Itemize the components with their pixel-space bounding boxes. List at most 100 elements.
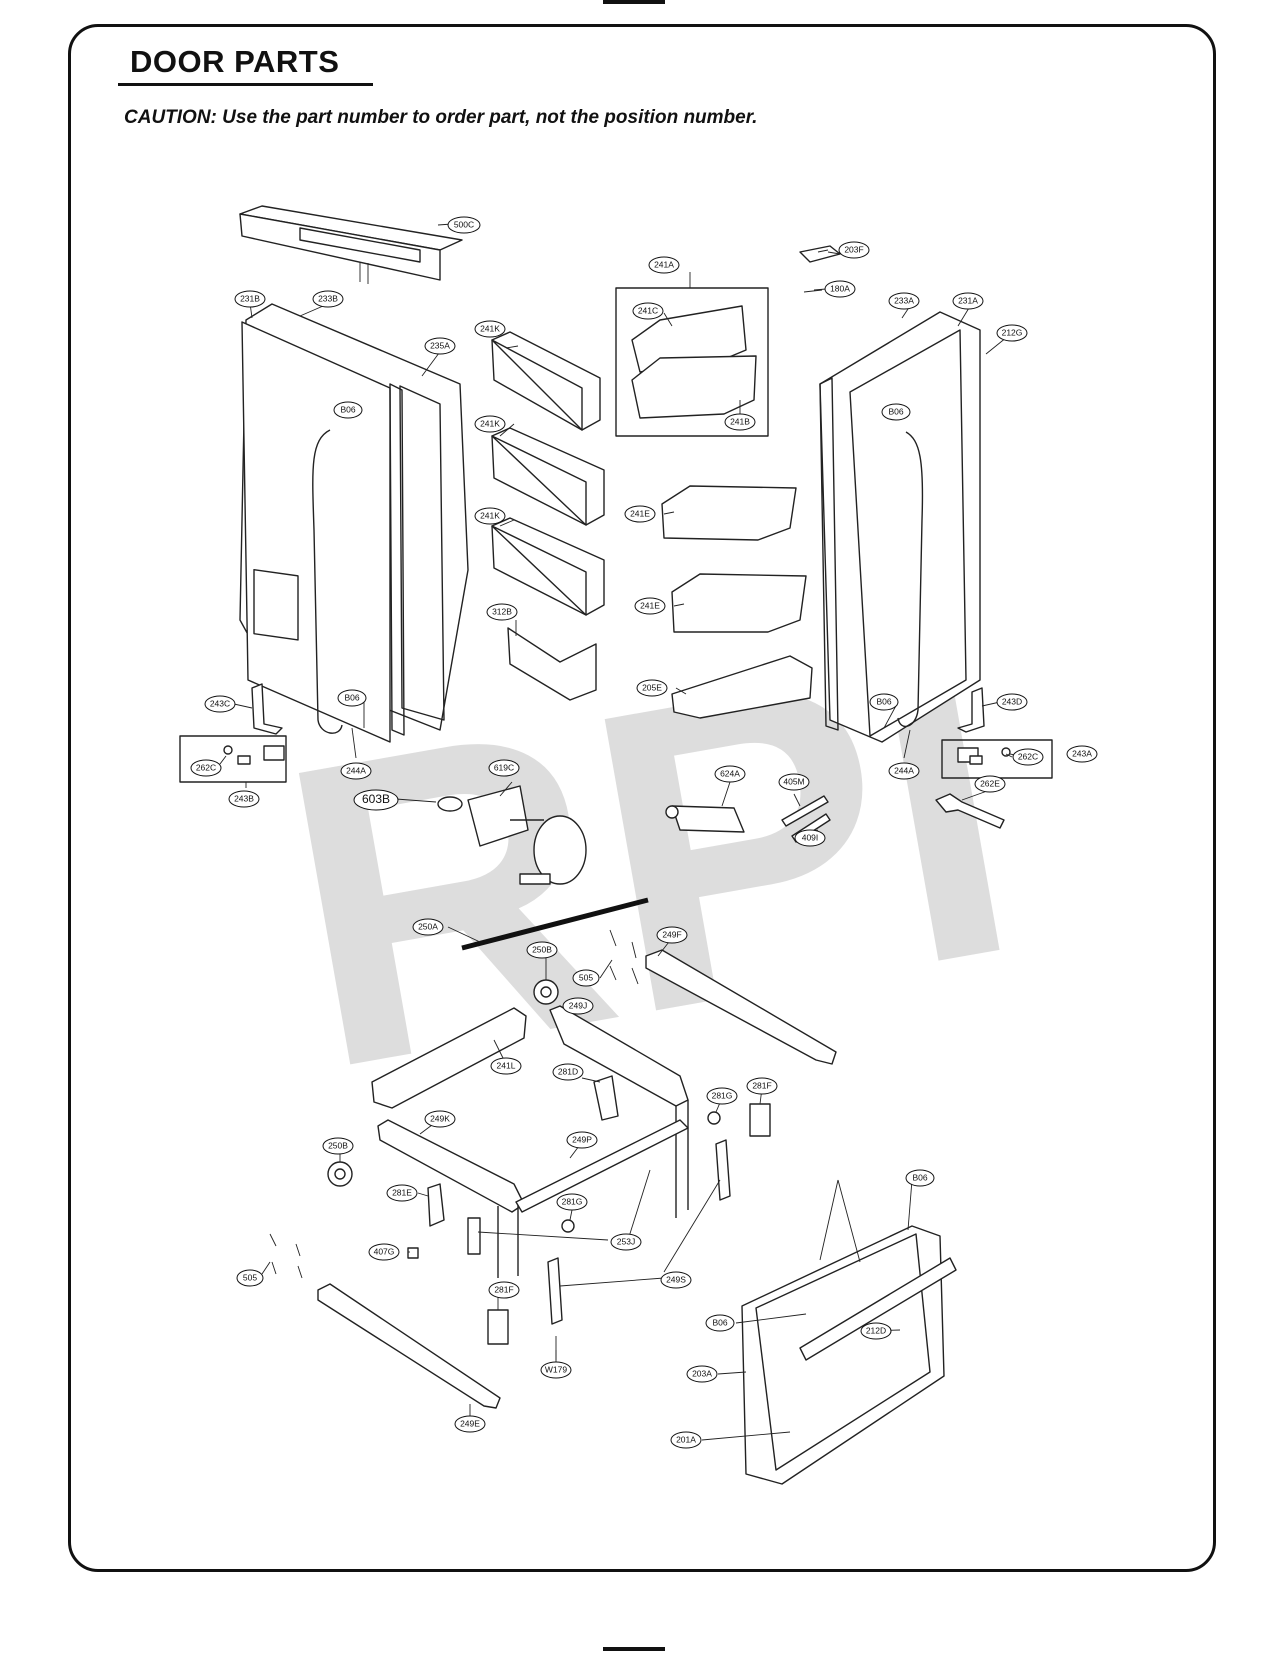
svg-text:262E: 262E bbox=[980, 778, 1000, 788]
callout-262E: 262E bbox=[974, 775, 1006, 793]
bin-assembly-box bbox=[615, 287, 769, 437]
svg-text:262C: 262C bbox=[1018, 751, 1038, 761]
svg-text:253J: 253J bbox=[617, 1236, 635, 1246]
water-filter-624A bbox=[665, 805, 745, 833]
callout-281F-2: 281F bbox=[488, 1281, 520, 1299]
callout-249E: 249E bbox=[454, 1415, 486, 1433]
callout-241E-2: 241E bbox=[634, 597, 666, 615]
callout-243B: 243B bbox=[228, 790, 260, 808]
page-title: DOOR PARTS bbox=[130, 44, 340, 79]
svg-text:619C: 619C bbox=[494, 762, 514, 772]
svg-text:624A: 624A bbox=[720, 768, 740, 778]
svg-text:243B: 243B bbox=[234, 793, 254, 803]
callout-281D: 281D bbox=[552, 1063, 584, 1081]
svg-text:233A: 233A bbox=[894, 295, 914, 305]
svg-text:244A: 244A bbox=[346, 765, 366, 775]
page-bottom-mark bbox=[603, 1647, 665, 1651]
freezer-door-assembly bbox=[741, 1225, 957, 1485]
page-frame bbox=[68, 24, 1216, 1572]
bracket-205E bbox=[671, 655, 813, 719]
callout-244A-2: 244A bbox=[888, 762, 920, 780]
bracket-281E bbox=[427, 1183, 445, 1227]
svg-text:249S: 249S bbox=[666, 1274, 686, 1284]
svg-text:244A: 244A bbox=[894, 765, 914, 775]
screw-281G-2 bbox=[561, 1219, 575, 1233]
callout-500C: 500C bbox=[447, 216, 481, 234]
callout-241K-1: 241K bbox=[474, 320, 506, 338]
svg-text:W179: W179 bbox=[545, 1364, 567, 1374]
callout-250B-2: 250B bbox=[322, 1137, 354, 1155]
callout-231A: 231A bbox=[952, 292, 984, 310]
callout-243C: 243C bbox=[204, 695, 236, 713]
callout-619C: 619C bbox=[488, 759, 520, 777]
callout-505-1: 505 bbox=[572, 969, 600, 987]
bin-tray-241B bbox=[631, 355, 757, 419]
wrench-262E bbox=[935, 793, 1005, 829]
callout-B06-4: B06 bbox=[869, 693, 899, 711]
callout-B06-6: B06 bbox=[705, 1314, 735, 1332]
callout-243A: 243A bbox=[1066, 745, 1098, 763]
svg-text:231B: 231B bbox=[240, 293, 260, 303]
callout-212D: 212D bbox=[860, 1322, 892, 1340]
svg-text:409I: 409I bbox=[802, 832, 819, 842]
screws-505-2 bbox=[269, 1233, 303, 1279]
callout-603B: 603B bbox=[353, 789, 399, 811]
page-top-mark bbox=[603, 0, 665, 4]
svg-text:241K: 241K bbox=[480, 418, 500, 428]
svg-text:233B: 233B bbox=[318, 293, 338, 303]
rail-249F bbox=[645, 949, 837, 1065]
cover-241L bbox=[371, 1007, 527, 1109]
callout-409I: 409I bbox=[794, 829, 826, 847]
svg-text:235A: 235A bbox=[430, 340, 450, 350]
callout-281G-1: 281G bbox=[706, 1087, 738, 1105]
callout-231B: 231B bbox=[234, 290, 266, 308]
callout-250B-1: 250B bbox=[526, 941, 558, 959]
svg-text:250B: 250B bbox=[328, 1140, 348, 1150]
pin-180A bbox=[803, 289, 823, 293]
bracket-312B bbox=[507, 627, 597, 701]
callout-B06-5: B06 bbox=[905, 1169, 935, 1187]
callout-312B: 312B bbox=[486, 603, 518, 621]
callout-203A: 203A bbox=[686, 1365, 718, 1383]
callout-407G: 407G bbox=[368, 1243, 400, 1261]
hinge-cover-203F bbox=[799, 245, 841, 263]
svg-text:249K: 249K bbox=[430, 1113, 450, 1123]
callout-B06-2: B06 bbox=[881, 403, 911, 421]
bracket-281D bbox=[593, 1075, 619, 1121]
callout-B06-3: B06 bbox=[337, 689, 367, 707]
hinge-box-243B bbox=[179, 735, 287, 783]
svg-text:249E: 249E bbox=[460, 1418, 480, 1428]
bracket-253J bbox=[467, 1217, 481, 1255]
callout-281E: 281E bbox=[386, 1184, 418, 1202]
svg-text:B06: B06 bbox=[912, 1172, 927, 1182]
title-underline bbox=[118, 83, 373, 86]
callout-B06-1: B06 bbox=[333, 401, 363, 419]
rail-249E bbox=[317, 1283, 501, 1409]
svg-text:281F: 281F bbox=[494, 1284, 513, 1294]
callout-244A-1: 244A bbox=[340, 762, 372, 780]
gear-250B-1 bbox=[533, 979, 559, 1005]
svg-text:203F: 203F bbox=[844, 244, 863, 254]
frame-249J bbox=[549, 1005, 689, 1218]
svg-text:241K: 241K bbox=[480, 510, 500, 520]
clip-603B bbox=[437, 796, 463, 812]
svg-text:B06: B06 bbox=[888, 406, 903, 416]
callout-205E: 205E bbox=[636, 679, 668, 697]
door-bin-241K-3 bbox=[491, 517, 605, 616]
callout-241C: 241C bbox=[632, 302, 664, 320]
svg-text:603B: 603B bbox=[362, 792, 390, 806]
callout-212G: 212G bbox=[996, 324, 1028, 342]
svg-text:212D: 212D bbox=[866, 1325, 886, 1335]
svg-text:241L: 241L bbox=[497, 1060, 516, 1070]
hinge-part-left bbox=[223, 745, 285, 765]
bracket-281F-1 bbox=[749, 1103, 771, 1137]
callout-405M: 405M bbox=[778, 773, 810, 791]
svg-text:B06: B06 bbox=[712, 1317, 727, 1327]
left-door-assembly bbox=[239, 303, 469, 743]
callout-249F: 249F bbox=[656, 926, 688, 944]
svg-text:281E: 281E bbox=[392, 1187, 412, 1197]
water-valve-619C bbox=[467, 785, 587, 885]
right-door-assembly bbox=[819, 311, 981, 743]
callout-262C-1: 262C bbox=[190, 759, 222, 777]
svg-text:249J: 249J bbox=[569, 1000, 587, 1010]
